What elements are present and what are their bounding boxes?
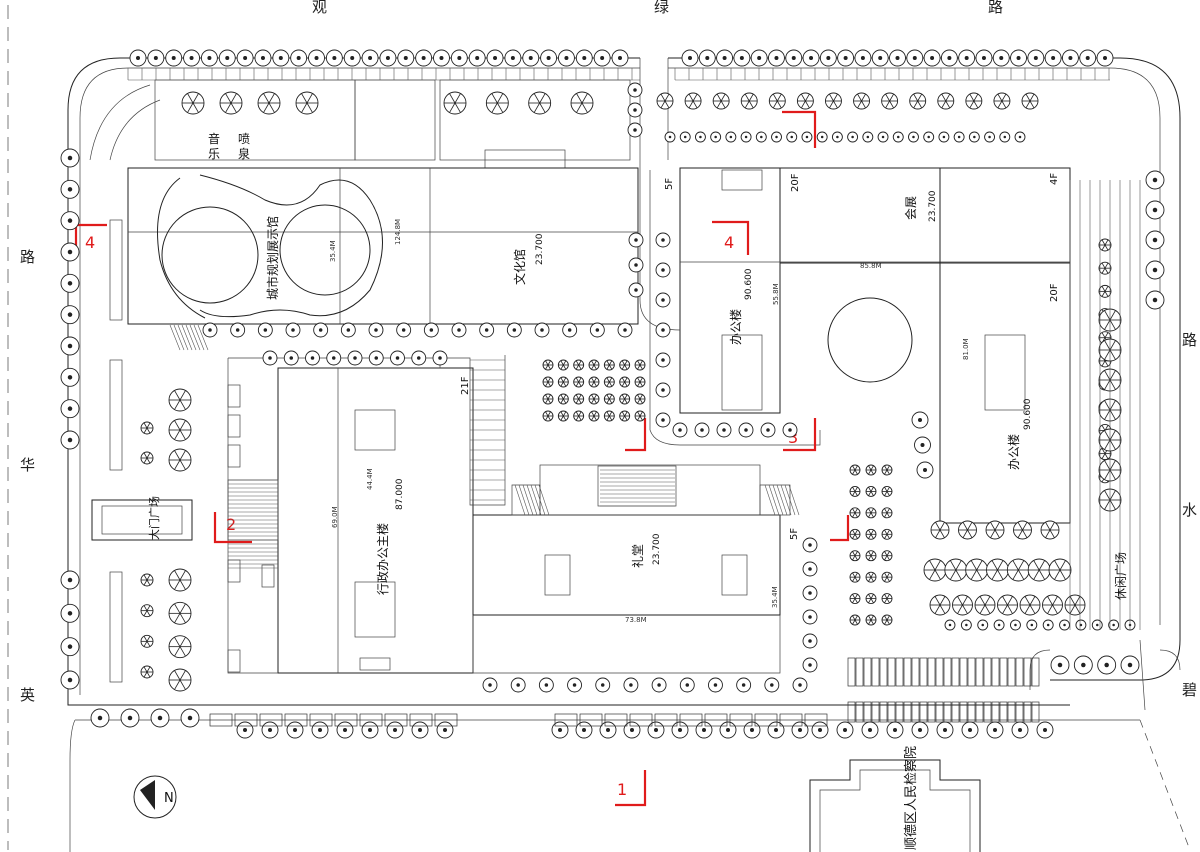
admin-width: 44.4M (366, 468, 374, 490)
section-marker-5 (625, 418, 647, 452)
office-upper-outline (679, 167, 781, 414)
exhibition-floors: 4F (1049, 173, 1060, 185)
section-marker-6 (830, 515, 850, 542)
office-right-elevation: 90.600 (1023, 398, 1033, 430)
planning-width: 124.8M (394, 219, 402, 245)
exhibition-outline (779, 167, 1071, 264)
landscape-trees (60, 49, 1165, 739)
hall-width: 73.8M (625, 616, 647, 624)
planning-depth: 35.4M (329, 240, 337, 262)
neighbor-label: 顺德区人民检察院 (904, 746, 919, 850)
section-marker-4-upper: 4 (712, 220, 750, 255)
svg-text:2: 2 (226, 515, 236, 534)
road-left-1: 路 (20, 248, 35, 266)
road-left-3: 英 (20, 686, 35, 704)
svg-text:4: 4 (724, 233, 734, 252)
hall-depth: 35.4M (771, 586, 779, 608)
office-upper-label: 办公楼 (728, 309, 743, 345)
section-marker-3: 3 (783, 418, 817, 452)
section-marker-1: 1 (615, 770, 647, 807)
admin-depth: 69.0M (331, 506, 339, 528)
road-top-1: 观 (312, 0, 327, 16)
svg-text:1: 1 (617, 780, 627, 799)
section-marker-2: 2 (213, 512, 252, 544)
planning-hall-label: 城市规划展示馆 (265, 216, 280, 300)
office-upper-depth: 55.8M (772, 283, 780, 305)
road-left-2: 华 (20, 456, 35, 474)
office-right-depth: 81.0M (962, 338, 970, 360)
paving-hatches (127, 68, 1141, 630)
planning-hall-outline (127, 167, 639, 325)
svg-text:N: N (164, 791, 174, 806)
office-upper-elevation: 90.600 (744, 268, 754, 300)
hall-outline (472, 514, 781, 616)
fountain-label-2: 喷 (238, 132, 250, 146)
admin-floors: 21F (460, 376, 471, 395)
culture-floors: 5F (664, 178, 675, 190)
water-plaza-label: 休闲广场 (1114, 552, 1128, 600)
office-right-label: 办公楼 (1006, 434, 1021, 470)
road-right-1: 路 (1182, 331, 1197, 349)
road-right-2: 水 (1182, 501, 1197, 519)
north-arrow: N (133, 775, 177, 819)
court-gate-label: 大门广场 (147, 496, 161, 540)
hall-elevation: 23.700 (652, 533, 662, 565)
fountain-label-3: 泉 (238, 147, 250, 161)
road-right-3: 碧 (1182, 681, 1197, 699)
hall-label: 礼堂 (630, 544, 645, 568)
exhibition-label: 会展 (904, 196, 918, 220)
admin-elevation: 87.000 (395, 478, 405, 510)
fountain-label: 音 乐 (208, 131, 224, 161)
admin-label: 行政办公主楼 (375, 523, 390, 595)
road-top-3: 路 (988, 0, 1003, 16)
culture-label: 文化馆 (512, 249, 527, 285)
admin-outline (277, 367, 474, 674)
neighbor-building (809, 759, 981, 852)
svg-text:4: 4 (85, 233, 95, 252)
hall-floors: 5F (789, 528, 800, 540)
svg-text:3: 3 (788, 428, 798, 447)
office-upper-floors: 20F (790, 173, 801, 192)
road-top-2: 绿 (654, 0, 669, 16)
exhibition-elevation: 23.700 (928, 190, 938, 222)
section-marker-7 (782, 110, 817, 148)
culture-elevation: 23.700 (535, 233, 545, 265)
office-right-outline (939, 167, 1071, 524)
office-right-floors: 20F (1049, 283, 1060, 302)
exhibition-width: 85.8M (860, 262, 882, 270)
